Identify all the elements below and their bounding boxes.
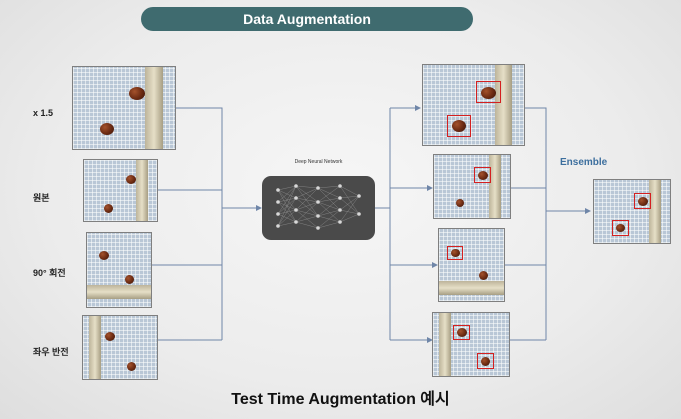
arrowhead-icon: [427, 185, 433, 191]
arrowhead-icon: [256, 205, 262, 211]
caption-title: Test Time Augmentation 예시: [231, 391, 450, 408]
input-image-scale: [72, 66, 176, 150]
arrowhead-icon: [427, 337, 433, 343]
output-bracket-line: [389, 107, 432, 341]
arrowhead-icon: [432, 262, 438, 268]
input-label-rotate: 90° 회전: [33, 268, 66, 278]
arrowhead-icon: [585, 208, 591, 214]
ensemble-image: [593, 179, 671, 244]
model-label: Deep Neural Network: [294, 159, 343, 165]
input-bracket-line: [152, 107, 223, 341]
ensemble-label: Ensemble: [560, 157, 608, 168]
input-label-original: 원본: [33, 193, 50, 203]
ensemble-bracket-line: [505, 107, 547, 341]
neural-network-icon: [276, 184, 361, 230]
input-label-scale: x 1.5: [33, 108, 54, 118]
output-image-original: [433, 154, 511, 219]
output-image-scale: [422, 64, 525, 146]
header-title: Data Augmentation: [141, 7, 473, 31]
arrowhead-icon: [415, 105, 421, 111]
input-image-rotate: [86, 232, 152, 308]
input-image-original: [83, 159, 158, 222]
output-image-rotate: [438, 228, 505, 302]
output-image-flip: [432, 312, 510, 377]
neural-network-block: [262, 176, 375, 240]
input-image-flip: [82, 315, 158, 380]
input-label-flip: 좌우 반전: [33, 347, 69, 357]
